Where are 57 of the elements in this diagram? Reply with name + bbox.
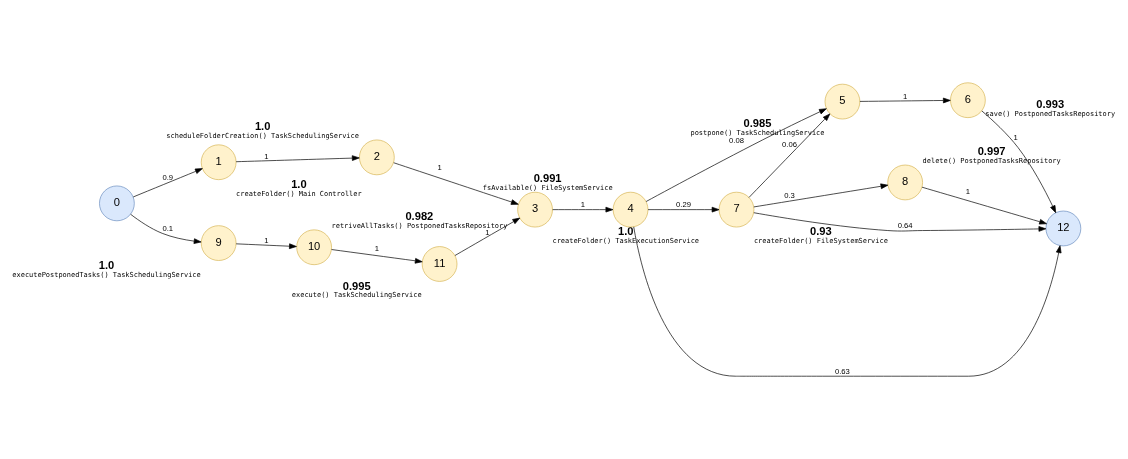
arrow	[645, 108, 827, 202]
node-circle: 12	[1045, 210, 1082, 247]
node-circle: 4	[612, 191, 649, 228]
edge-label: 0.29	[676, 200, 691, 210]
arrow	[753, 183, 889, 208]
node-circle: 8	[887, 164, 923, 201]
edge-label: 1	[264, 151, 269, 161]
edge-label: 1	[485, 227, 490, 237]
node-circle: 9	[200, 225, 237, 261]
node-circle: 6	[950, 82, 986, 118]
node-circle: 0	[99, 185, 135, 222]
arrow	[235, 243, 297, 249]
edge-label: 0.06	[782, 140, 797, 150]
edge-label: 1	[903, 91, 908, 101]
edge-label: 1	[374, 244, 379, 254]
node-label: 0.993	[1036, 97, 1065, 110]
edge-label: 0.9	[162, 172, 174, 182]
edge-label: 1	[437, 163, 442, 173]
arrow	[647, 206, 720, 213]
arrow	[331, 249, 423, 264]
node-label: 0.997	[977, 145, 1006, 158]
node-circle: 2	[359, 139, 395, 176]
node-label: 0.995	[342, 279, 371, 292]
edge-label: 0.63	[834, 366, 850, 376]
arrow	[921, 186, 1047, 225]
edge-label: 0.1	[162, 224, 174, 234]
edge-label: 1	[580, 200, 585, 210]
node-label: 1.0	[291, 177, 307, 190]
edge-label: 1	[1013, 132, 1018, 142]
arrow	[130, 213, 202, 244]
node-label: 0.991	[533, 172, 562, 185]
node-label: 0.982	[405, 209, 434, 222]
node-circle: 3	[517, 191, 553, 228]
arrow	[393, 162, 519, 205]
node-circle: 11	[421, 246, 458, 282]
edge-label: 0.08	[729, 136, 744, 146]
node-label: 0.93	[810, 225, 832, 238]
node-circle: 10	[296, 229, 332, 266]
edge-label: 1	[965, 187, 971, 197]
arrow	[235, 155, 360, 163]
arrow	[981, 110, 1057, 214]
arrow	[748, 113, 831, 198]
edge-label: 0.3	[784, 191, 795, 201]
arrow	[552, 206, 614, 213]
node-circle: 1	[200, 144, 237, 180]
arrow	[132, 168, 203, 198]
node-label: 1.0	[254, 120, 271, 133]
edge-label: 0.64	[897, 221, 913, 231]
arrow	[633, 226, 1062, 377]
node-circle: 7	[718, 191, 755, 228]
node-label: 1.0	[98, 258, 115, 271]
arrow	[454, 217, 521, 256]
node-label: 0.985	[743, 117, 772, 130]
node-label: 1.0	[618, 225, 634, 238]
arrow	[753, 212, 1047, 232]
arrow	[859, 97, 951, 104]
edge-label: 1	[264, 235, 269, 245]
